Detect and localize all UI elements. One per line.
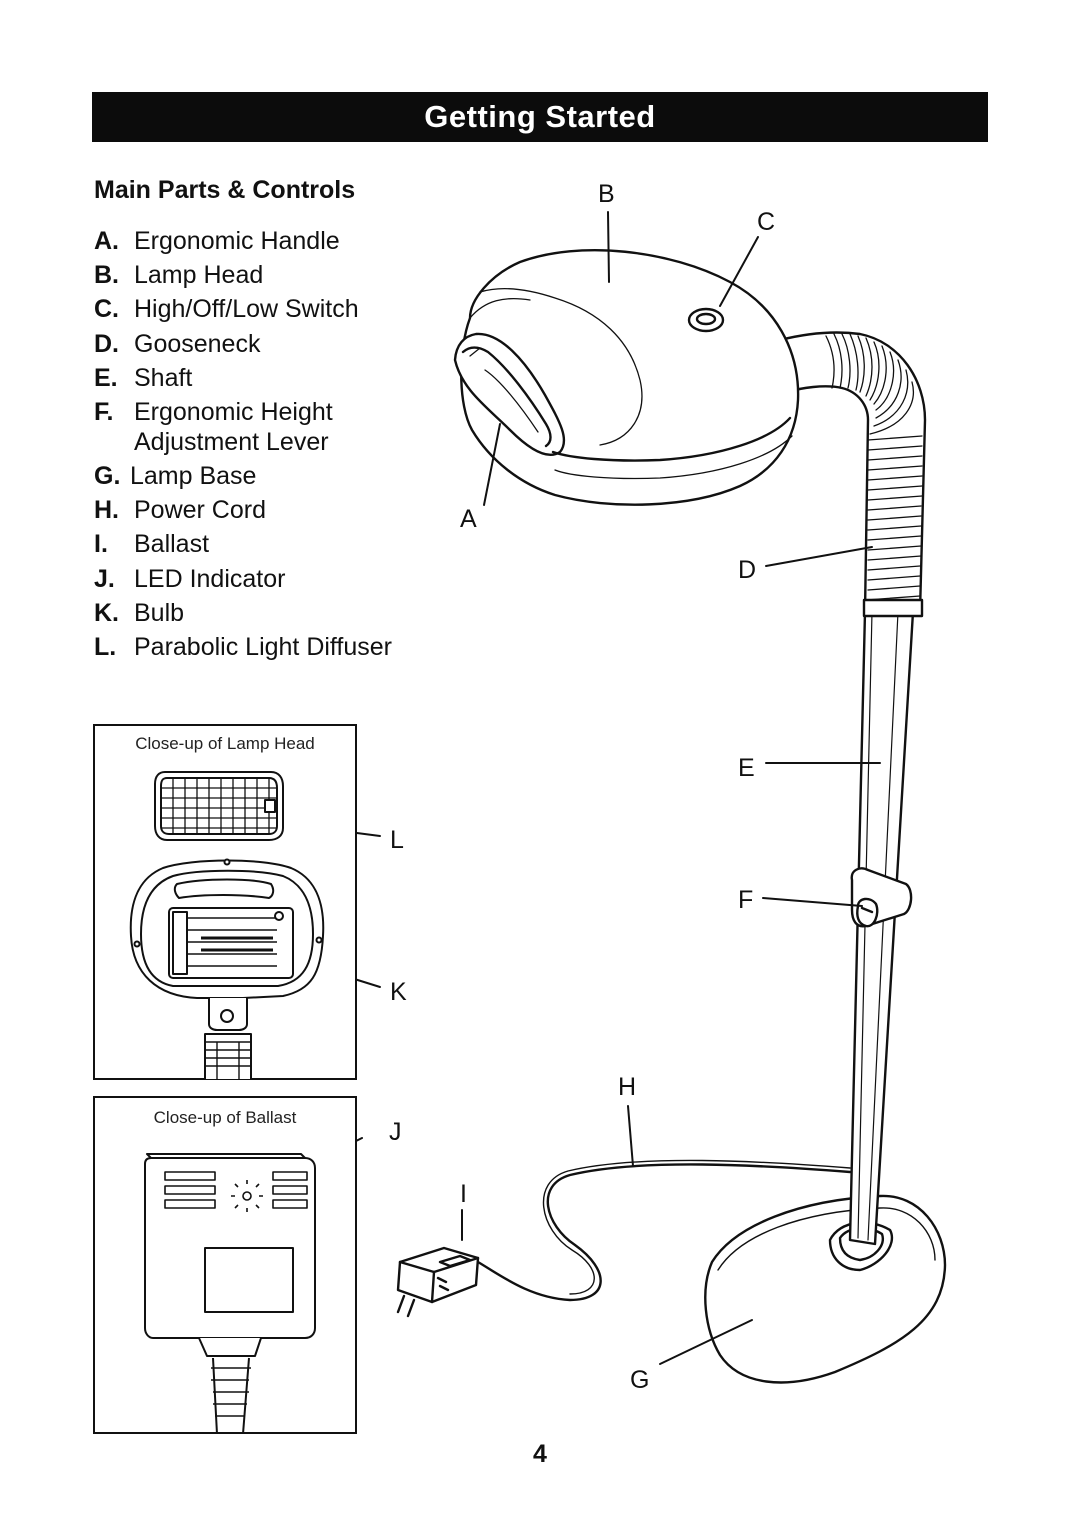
callout-k: K xyxy=(390,978,407,1006)
list-item: H.Power Cord xyxy=(94,496,266,525)
ballast-plug xyxy=(396,1246,480,1318)
list-item: I.Ballast xyxy=(94,530,210,559)
height-lever xyxy=(850,867,913,928)
callout-a: A xyxy=(460,505,477,533)
led-indicator xyxy=(231,1180,263,1212)
inset-caption: Close-up of Ballast xyxy=(153,1108,297,1127)
lamp-head xyxy=(453,249,800,506)
light-diffuser xyxy=(154,771,284,841)
list-item: K.Bulb xyxy=(94,598,185,627)
list-item: L.Parabolic Light Diffuser xyxy=(94,633,393,662)
inset-lamp-head: Close-up of Lamp Head xyxy=(93,724,357,1080)
lamp-shaft xyxy=(848,610,915,1246)
gooseneck xyxy=(778,331,927,614)
inset-ballast: Close-up of Ballast xyxy=(93,1096,357,1434)
page-number: 4 xyxy=(533,1440,547,1468)
gooseneck-ribs xyxy=(865,435,923,601)
list-item: J.LED Indicator xyxy=(94,564,286,593)
section-banner: Getting Started xyxy=(92,92,988,142)
callout-j: J xyxy=(389,1118,402,1146)
callout-e: E xyxy=(738,754,755,782)
list-item: C.High/Off/Low Switch xyxy=(94,295,359,324)
list-item: E.Shaft xyxy=(94,363,193,392)
callout-b: B xyxy=(598,180,615,208)
parts-list: A.Ergonomic Handle B.Lamp Head C.High/Of… xyxy=(94,224,454,664)
callout-c: C xyxy=(757,208,776,236)
banner-title: Getting Started xyxy=(424,99,656,134)
callout-f: F xyxy=(738,886,754,914)
power-cord xyxy=(476,1163,852,1302)
list-item: B.Lamp Head xyxy=(94,261,264,290)
inset-caption: Close-up of Lamp Head xyxy=(135,734,315,753)
callout-l: L xyxy=(390,826,404,854)
callout-i: I xyxy=(460,1180,467,1208)
callout-d: D xyxy=(738,556,757,584)
lamp-head-closeup-drawing xyxy=(129,771,325,1080)
ballast-closeup-drawing xyxy=(144,1153,316,1434)
list-item: D.Gooseneck xyxy=(94,329,261,358)
lamp-base xyxy=(704,1194,947,1384)
list-item: F.Ergonomic Height Adjustment Lever xyxy=(94,398,333,457)
callout-h: H xyxy=(618,1073,637,1101)
callout-g: G xyxy=(630,1366,650,1394)
list-item: A.Ergonomic Handle xyxy=(94,227,340,255)
list-item: G.Lamp Base xyxy=(94,462,257,491)
section-title: Main Parts & Controls xyxy=(94,176,356,204)
